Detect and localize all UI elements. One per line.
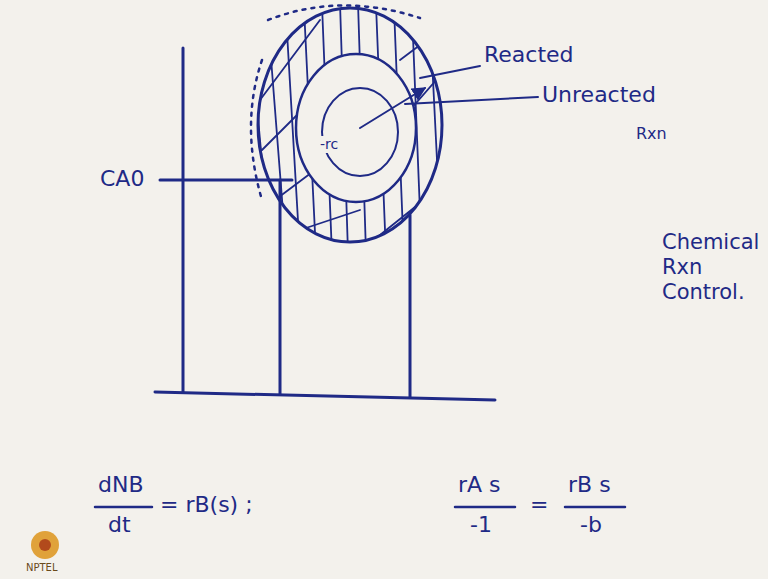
concentration-line — [160, 179, 292, 182]
equation-term: -1 — [470, 512, 492, 538]
particle-outer-surface — [258, 8, 442, 242]
equation-term: = — [530, 492, 548, 518]
equation-term: rB s — [568, 472, 611, 498]
nptel-logo — [39, 539, 51, 551]
equation-term: = rB(s) ; — [160, 492, 253, 518]
radius-arrow — [360, 88, 425, 128]
gas-film-boundary — [268, 5, 420, 20]
equation-term: dNB — [98, 472, 144, 498]
logo-text: NPTEL — [26, 562, 58, 574]
unreacted-core — [322, 88, 398, 176]
fraction-bar — [565, 506, 625, 509]
fraction-bar — [455, 506, 515, 509]
region-label: Unreacted — [542, 82, 656, 108]
y-axis — [182, 48, 185, 392]
radius-label: -rc — [318, 136, 340, 153]
control-note: Chemical Rxn Control. — [662, 230, 762, 306]
concentration-label: CA0 — [100, 166, 144, 192]
drop-line — [279, 180, 282, 394]
equation-term: dt — [108, 512, 131, 538]
drop-line — [409, 215, 412, 397]
gas-film-boundary — [251, 60, 262, 200]
reaction-front — [296, 54, 416, 202]
leader-line — [405, 97, 538, 104]
leader-line — [420, 66, 480, 78]
region-label: Reacted — [484, 42, 574, 68]
fraction-bar — [95, 506, 152, 509]
equation-term: -b — [580, 512, 602, 538]
x-axis — [155, 392, 495, 400]
reacted-hatching — [250, 3, 458, 262]
note-label: Rxn — [636, 124, 667, 143]
equation-term: rA s — [458, 472, 501, 498]
nptel-logo — [31, 531, 59, 559]
